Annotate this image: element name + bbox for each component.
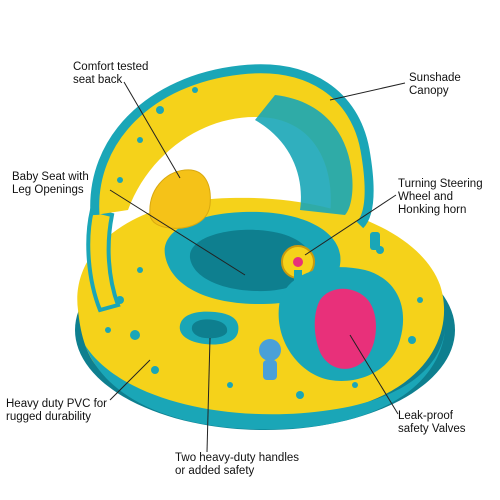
steering-hub [293, 257, 303, 267]
float-bottom-band [85, 330, 445, 430]
callout-baby-seat: Baby Seat with Leg Openings [12, 171, 89, 196]
bubble-decals [105, 246, 423, 399]
valve-cap [370, 232, 380, 250]
seat-back [149, 169, 211, 229]
canopy-rim [90, 64, 374, 229]
leader-steering [304, 194, 397, 256]
canopy-support-left [86, 207, 121, 313]
callout-valves: Leak-proof safety Valves [398, 410, 466, 435]
pink-valve-panel [314, 288, 376, 369]
callout-seat-back: Comfort tested seat back [73, 61, 149, 86]
cat-decal-head [259, 339, 281, 361]
callout-pvc: Heavy duty PVC for rugged durability [6, 398, 107, 423]
leader-handles [206, 337, 211, 453]
sunshade-canopy [86, 64, 374, 313]
leader-baby-seat [109, 189, 246, 276]
canopy-bubbles [117, 87, 198, 183]
leader-pvc [109, 359, 151, 401]
leader-valves [349, 334, 399, 415]
cat-decal-body [263, 360, 277, 380]
leader-canopy [329, 82, 406, 101]
seat-inner [189, 229, 313, 292]
callout-handles: Two heavy-duty handles or added safety [175, 452, 300, 477]
side-handle-hole [191, 319, 228, 339]
callout-leader-lines [109, 81, 406, 453]
leader-seat-back [123, 81, 181, 179]
callout-canopy: Sunshade Canopy [409, 72, 461, 97]
baby-float-illustration [75, 169, 455, 430]
canopy-fabric [255, 95, 353, 215]
callout-steering: Turning Steering Wheel and Honking horn [398, 178, 483, 216]
